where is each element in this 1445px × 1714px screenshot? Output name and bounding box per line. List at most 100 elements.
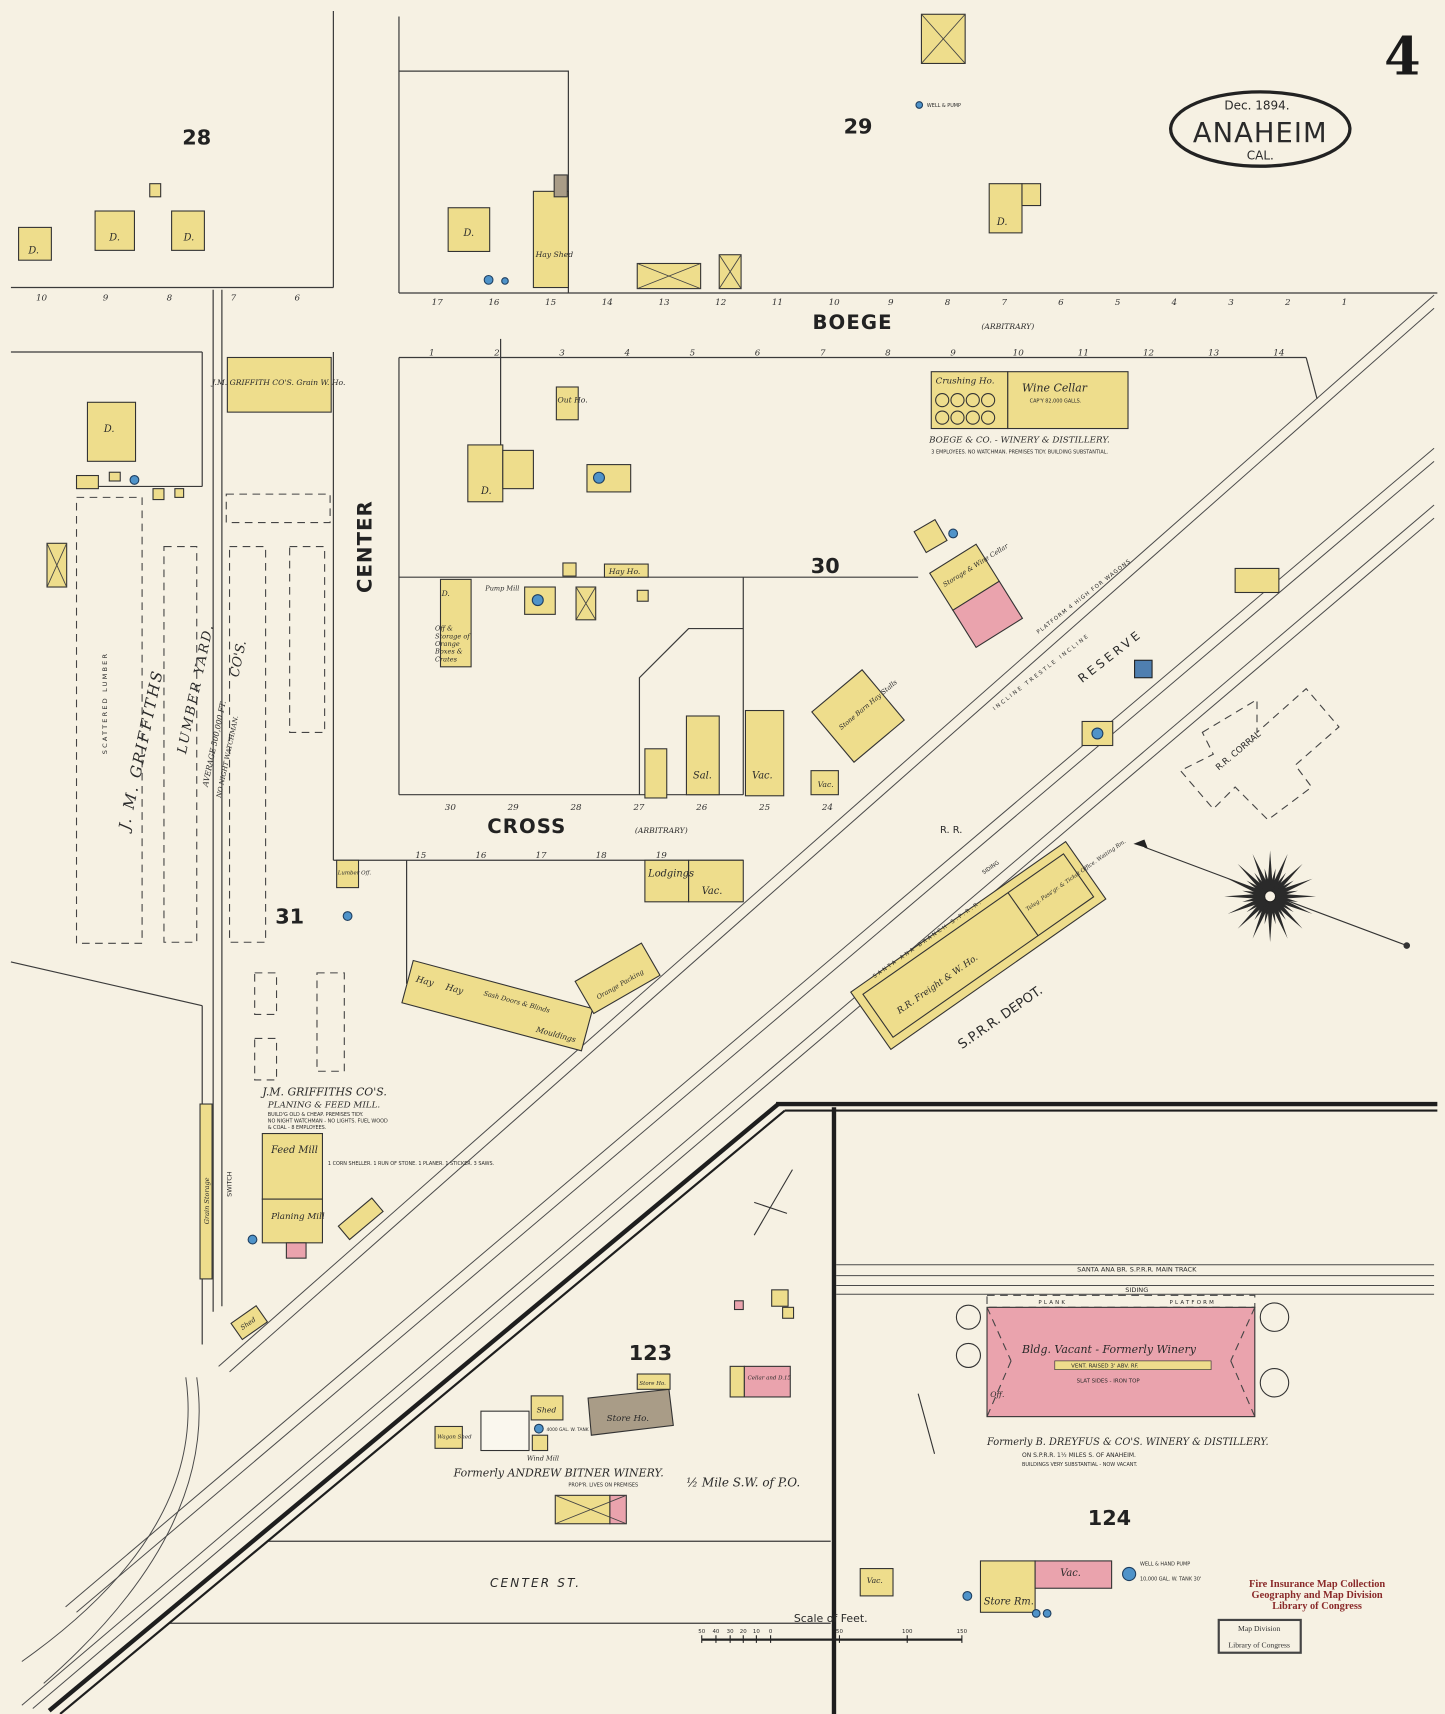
block-29-buildings: D. Hay Shed D. WELL & PUMP xyxy=(447,13,1042,290)
scale-tick-label: 20 xyxy=(740,1629,747,1635)
scale-title: Scale of Feet. xyxy=(794,1612,868,1625)
tank-icon xyxy=(955,1342,982,1368)
block-123-bitner-winery: Store Ho. Store Ho. Shed 4000 GAL. W. TA… xyxy=(434,1169,800,1525)
vacant-label: Vac. xyxy=(752,770,773,781)
lot-number: 6 xyxy=(295,294,301,304)
title-oval xyxy=(1169,90,1352,168)
well-icon xyxy=(129,474,140,485)
lot-number: 18 xyxy=(596,851,608,861)
lot-number: 12 xyxy=(715,298,727,308)
lodgings xyxy=(644,859,690,903)
well-icon xyxy=(1031,1609,1041,1618)
tank-icon xyxy=(1259,1302,1290,1332)
lot-number: 28 xyxy=(569,803,582,813)
vent xyxy=(1054,1360,1212,1370)
lot-number: 26 xyxy=(695,803,708,813)
dwelling-label: D. xyxy=(183,233,195,244)
tank-label: 10,000 GAL. W. TANK 30' xyxy=(1140,1577,1201,1583)
compass-rose-icon xyxy=(1133,839,1411,949)
pump-mill-label: Pump Mill xyxy=(484,584,519,592)
sash-door-mill: Hay Hay Sash Doors & Blinds Mouldings xyxy=(401,959,594,1052)
dwelling-label: D. xyxy=(27,246,39,257)
vacant-label: Vac. xyxy=(867,1576,883,1585)
street-boege: BOEGE xyxy=(812,311,892,334)
lot-number: 6 xyxy=(755,348,761,358)
street-center: CENTER xyxy=(354,500,377,593)
lot-number: 8 xyxy=(945,298,951,308)
dwelling-label: D. xyxy=(108,233,120,244)
planing-mill-note: & COAL - 8 EMPLOYEES. xyxy=(268,1125,327,1131)
tank-icon xyxy=(1259,1367,1290,1398)
lot-number: 1 xyxy=(429,348,435,358)
lot-number: 6 xyxy=(1058,298,1064,308)
block-number: 124 xyxy=(1088,1506,1131,1530)
lot-number: 9 xyxy=(888,298,894,308)
store-house-small xyxy=(636,1373,671,1390)
block-28-buildings: D. D. D. xyxy=(18,183,205,261)
vacant-label: Vac. xyxy=(702,886,723,897)
railroad-tracks xyxy=(21,294,1438,1714)
scattered-lumber-label: SCATTERED LUMBER xyxy=(101,652,109,754)
shed-label: Shed xyxy=(537,1405,557,1414)
lot-number: 7 xyxy=(820,348,826,358)
lot-number: 5 xyxy=(1115,298,1121,308)
title-cartouche: Dec. 1894. ANAHEIM CAL. xyxy=(1169,90,1352,168)
lot-number: 9 xyxy=(950,348,956,358)
small-brick-building xyxy=(733,1300,744,1311)
street-center-st: CENTER ST. xyxy=(490,1576,581,1590)
lot-number: 15 xyxy=(415,851,427,861)
planing-mill-title: J.M. GRIFFITHS CO'S. xyxy=(260,1085,387,1098)
north-arrow-icon xyxy=(917,1393,936,1454)
stable: Stone Barn Hay Stalls xyxy=(811,669,906,763)
stamp-box-line-2: Library of Congress xyxy=(1228,1640,1290,1649)
block-30-buildings: D. Out Ho. D. Off & Storage of Orange Bo… xyxy=(435,371,1129,799)
lot-number: 17 xyxy=(432,298,444,308)
building-e xyxy=(554,1494,611,1525)
dwelling xyxy=(447,207,491,253)
bitner-title: Formerly ANDREW BITNER WINERY. xyxy=(453,1467,664,1480)
orange-boxes-label-box: Off & Storage of Orange Boxes & Crates xyxy=(435,625,470,663)
lot-number: 19 xyxy=(656,851,668,861)
slat-label: SLAT SIDES - IRON TOP xyxy=(1077,1379,1141,1385)
lot-number: 10 xyxy=(829,298,841,308)
grain-storage-label: Grain Storage xyxy=(203,1177,211,1224)
lot-number: 12 xyxy=(1143,348,1155,358)
stamp-line-1: Fire Insurance Map Collection xyxy=(1249,1579,1385,1590)
boiler-room xyxy=(285,1242,307,1259)
store-house-small-label: Store Ho. xyxy=(639,1381,666,1387)
dreyfus-note: BUILDINGS VERY SUBSTANTIAL - NOW VACANT. xyxy=(1022,1462,1138,1468)
dwelling xyxy=(94,210,135,251)
vacant-label: Vac. xyxy=(818,780,834,789)
shed xyxy=(174,488,185,498)
dwelling-label: D. xyxy=(996,217,1008,228)
block-number: 30 xyxy=(811,554,840,578)
shed xyxy=(782,1306,795,1319)
hay-label: Hay xyxy=(414,974,436,989)
compass-ray xyxy=(1227,878,1272,900)
dwelling-label: D. xyxy=(462,228,474,239)
lumber-pile-outline xyxy=(228,546,267,943)
shed xyxy=(75,474,99,490)
boege-winery-note: 3 EMPLOYEES. NO WATCHMAN. PREMISES TIDY.… xyxy=(931,450,1108,456)
lot-number: 16 xyxy=(475,851,487,861)
hay-house-label: Hay Ho. xyxy=(608,567,641,576)
saloon-label: Sal. xyxy=(693,770,712,781)
store-room-label: Store Rm. xyxy=(984,1597,1034,1608)
orange-box-storage xyxy=(439,578,472,668)
office-label: Off. xyxy=(990,1390,1004,1399)
grain-storage xyxy=(199,1103,213,1280)
water-tank-icon xyxy=(1134,659,1153,679)
lumber-office-label: Lumber Off. xyxy=(337,870,372,876)
shed xyxy=(108,471,121,482)
vacant-building xyxy=(688,859,744,903)
scale-tick-label: 50 xyxy=(836,1629,843,1635)
lot-number: 29 xyxy=(507,803,520,813)
lot-number: 2 xyxy=(1284,298,1291,308)
lot-number: 8 xyxy=(167,294,173,304)
dwelling xyxy=(171,210,205,251)
shed xyxy=(562,562,577,577)
dwelling-wing xyxy=(502,449,534,490)
well-icon xyxy=(1122,1566,1137,1582)
